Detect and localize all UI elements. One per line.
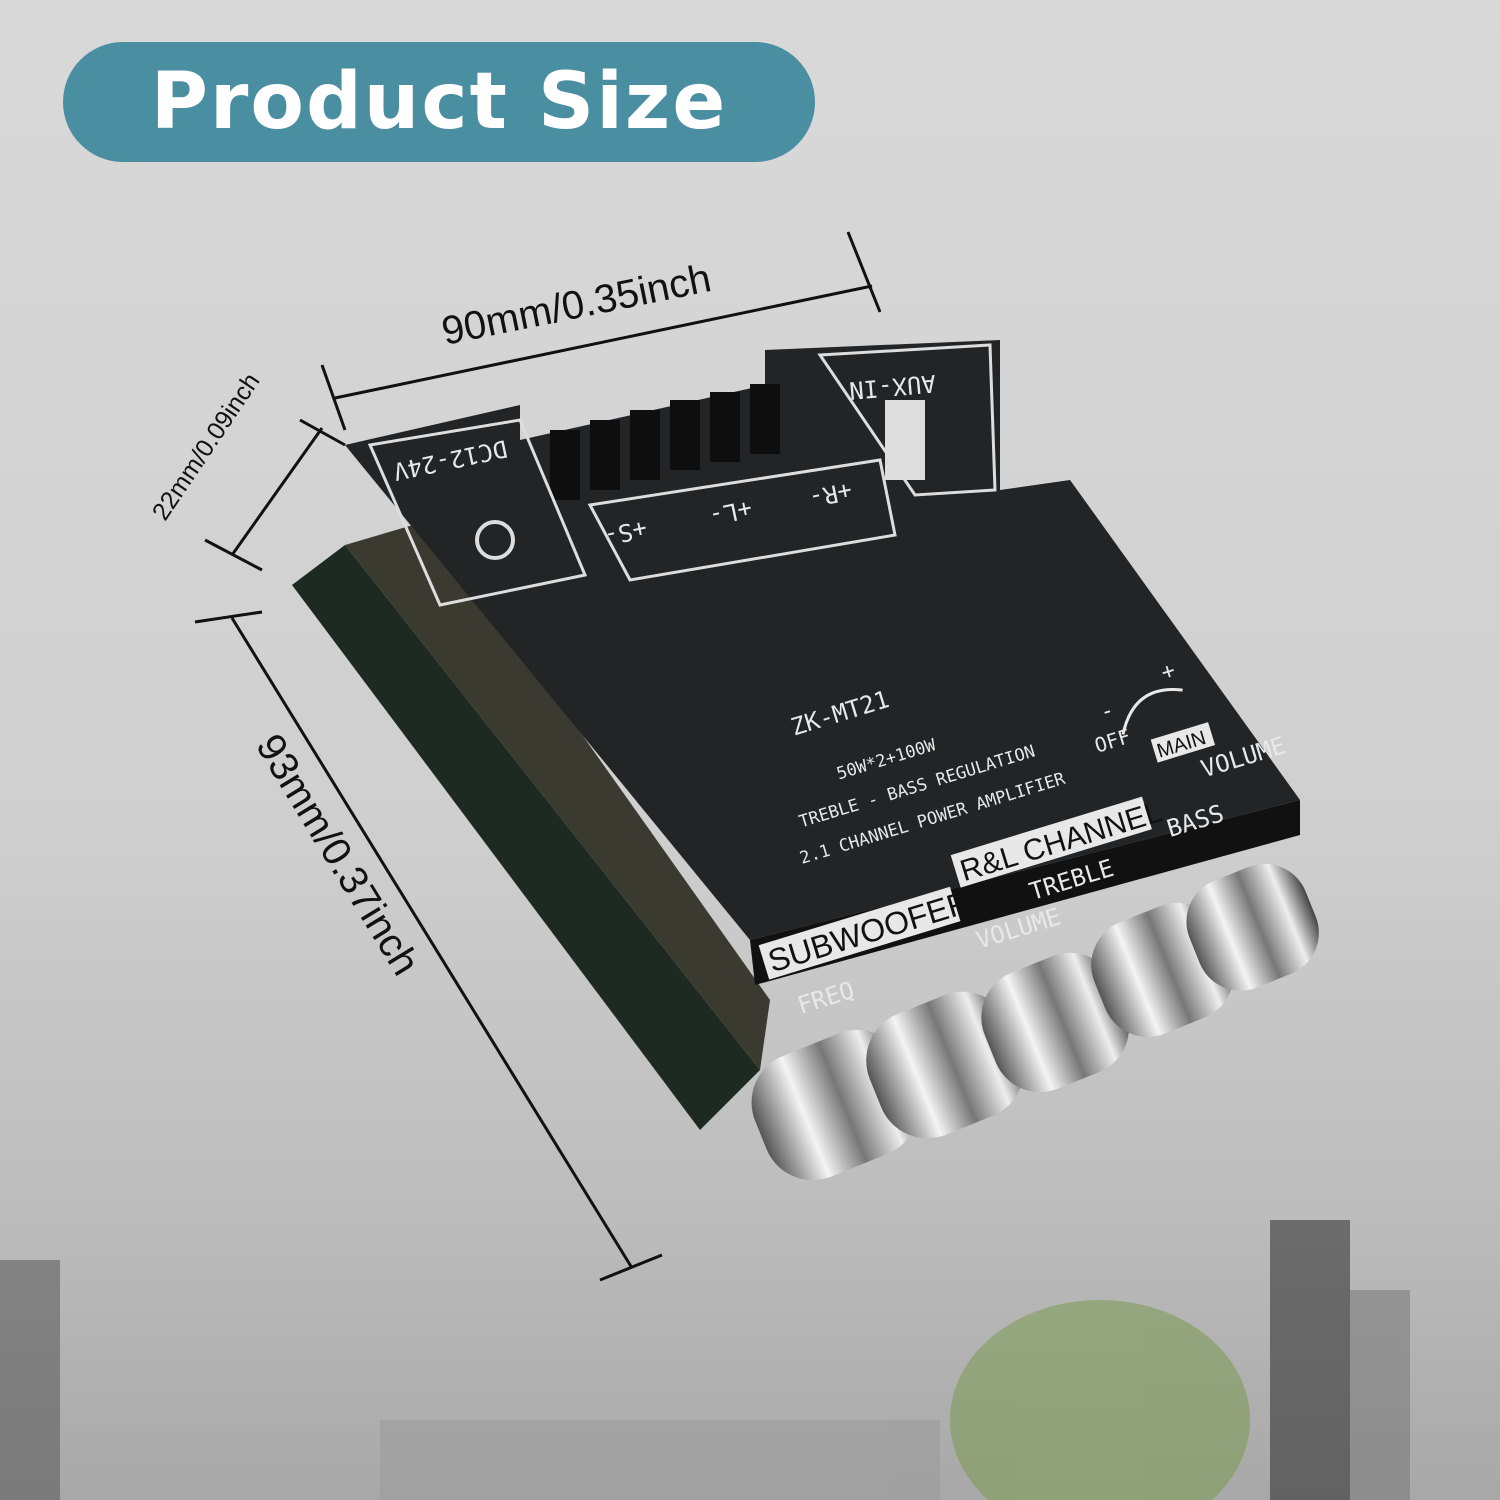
heatsink [550,384,780,500]
banner-title: Product Size [150,57,728,147]
aux-panel [817,343,997,497]
dc-jack-icon [475,520,515,560]
dimension-lines [194,231,882,1282]
aux-jack-icon [885,400,925,480]
width-dimension-label: 90mm/0.35inch [438,256,715,354]
pcb-components [345,520,770,1070]
background-decor [0,1220,1410,1500]
power-panel [367,418,588,607]
knob-treble[interactable] [967,938,1144,1106]
length-dimension-label: 93mm/0.37inch [247,727,427,983]
pcb-edge [292,545,760,1130]
board-top-face [345,340,1300,940]
arrow-icon [1121,687,1183,735]
product-size-banner: Product Size [63,42,815,162]
knob-main-volume[interactable] [1173,851,1332,1004]
knob-label-freq: FREQ [794,976,857,1020]
height-dimension-label: 22mm/0.09inch [147,368,266,525]
